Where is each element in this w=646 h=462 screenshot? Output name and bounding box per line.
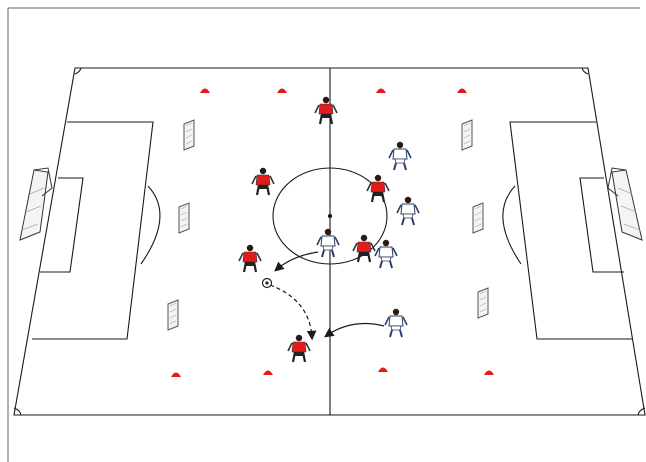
mini-goal-icon (462, 120, 472, 150)
mini-goal-icon (473, 203, 483, 233)
mini-goal-icon (478, 288, 488, 318)
ball-icon (263, 279, 272, 288)
center-spot (328, 214, 331, 217)
mini-goal-icon (184, 120, 194, 150)
mini-goal-icon (168, 300, 178, 330)
mini-goal-icon (179, 203, 189, 233)
